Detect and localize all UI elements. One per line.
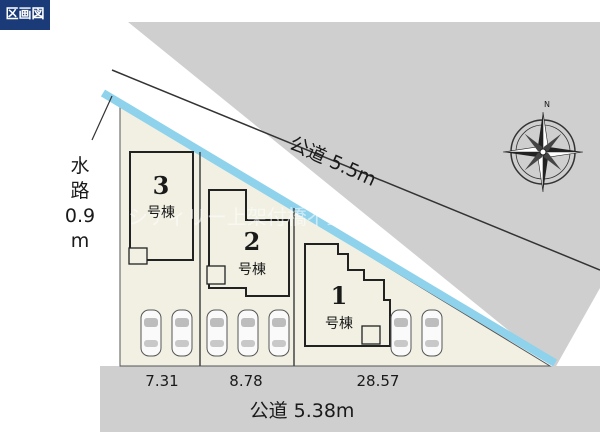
- parked-car-icon: [421, 309, 443, 357]
- compass-rose-icon: [502, 111, 584, 193]
- waterway-width-unit: m: [71, 230, 90, 252]
- lot-1-number: 1: [331, 281, 348, 310]
- south-road-area: [100, 366, 600, 432]
- lot-3-label: 号棟: [147, 205, 175, 221]
- parked-car-icon: [171, 309, 193, 357]
- road-edge-line: [111, 69, 600, 271]
- frontage-lot-2: 8.78: [229, 372, 262, 390]
- lot-3-number: 3: [153, 171, 170, 200]
- lot-2-number: 2: [244, 227, 261, 256]
- building-1: [304, 243, 391, 347]
- parked-car-icon: [268, 309, 290, 357]
- parking-area: [140, 309, 443, 357]
- frontage-lot-3: 7.31: [145, 372, 178, 390]
- north-road-area: [128, 22, 600, 368]
- building-2: [208, 189, 290, 297]
- lot-2-label: 号棟: [238, 262, 266, 278]
- waterway-leader: [91, 95, 113, 141]
- watermark: シティリー上架付橋不動: [128, 205, 347, 229]
- waterway-label-char1: 水: [70, 155, 89, 177]
- waterway-label-char2: 路: [70, 180, 89, 202]
- frontage-lot-1: 28.57: [357, 372, 400, 390]
- building-1-entry: [361, 325, 381, 345]
- compass-north-label: N: [544, 100, 550, 109]
- building-3: [129, 151, 194, 261]
- plot-plan-badge: 区画図: [0, 0, 50, 30]
- parked-car-icon: [237, 309, 259, 357]
- south-road-label: 公道 5.38m: [250, 400, 355, 422]
- parked-car-icon: [140, 309, 162, 357]
- parked-car-icon: [206, 309, 228, 357]
- lot-1-label: 号棟: [325, 316, 353, 332]
- building-2-entry: [206, 265, 226, 285]
- parked-car-icon: [390, 309, 412, 357]
- building-3-entry: [128, 247, 148, 265]
- waterway-width-value: 0.9: [65, 205, 95, 227]
- waterway-strip: [100, 89, 558, 367]
